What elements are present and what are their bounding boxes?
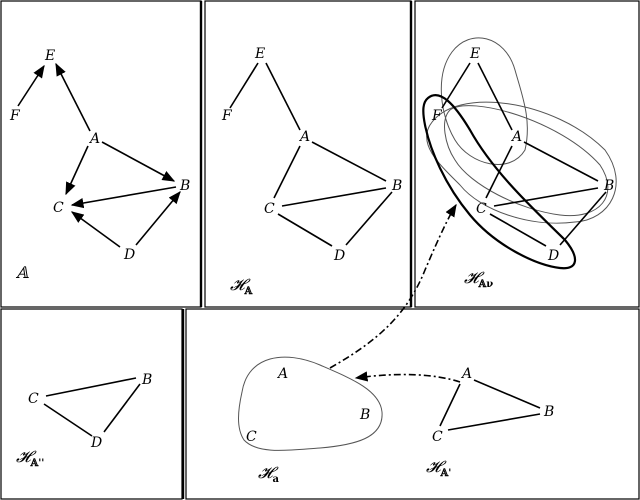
node-label-c: C — [432, 429, 443, 445]
node-label-b: B — [179, 178, 190, 194]
node-label-b: B — [391, 178, 402, 194]
panel-frame-3 — [414, 0, 640, 308]
panel-triangle-abc: A B C 𝓗𝔸' — [426, 366, 554, 479]
panel-directed-graph: E F A B C D 𝔸 — [9, 48, 190, 282]
panel-label-h-a: 𝓗𝔸 — [230, 275, 253, 297]
node-label-b: B — [359, 407, 370, 423]
node-label-a: A — [510, 129, 522, 145]
node-label-e: E — [254, 46, 265, 62]
node-label-b: B — [141, 372, 152, 388]
node-label-d: D — [90, 435, 102, 451]
panel-hyperedge-abc: A B C 𝓗a — [238, 356, 383, 485]
node-label-d: D — [123, 247, 135, 263]
connector-arrow-to-hyperedge — [354, 371, 461, 383]
panel-label-h-a-small: 𝓗a — [258, 463, 279, 485]
node-label-c: C — [476, 201, 487, 217]
panel-label-h-a-double-prime: 𝓗𝔸'' — [16, 447, 44, 469]
hyperedge-fcd — [422, 94, 576, 270]
panel-undirected-graph: E F A B C D 𝓗𝔸 — [221, 46, 402, 297]
node-label-a: A — [298, 129, 310, 145]
panel-label-h-av: 𝓗𝔸ν — [464, 268, 493, 290]
node-label-c: C — [264, 201, 275, 217]
node-label-c: C — [28, 391, 39, 407]
panel-label-a: 𝔸 — [15, 263, 29, 282]
node-label-a: A — [276, 366, 288, 382]
node-label-f: F — [9, 108, 21, 124]
hyperedge-face — [426, 101, 617, 224]
node-label-c: C — [53, 200, 64, 216]
node-label-c: C — [246, 429, 257, 445]
node-label-a: A — [460, 366, 472, 382]
node-label-b: B — [543, 404, 554, 420]
node-label-f: F — [221, 108, 233, 124]
node-label-e: E — [44, 48, 55, 64]
panel-hypergraph: E F A B C D 𝓗𝔸ν — [422, 37, 617, 290]
connector-arrow-to-hypergraph — [329, 203, 457, 369]
panel-frame-5 — [185, 308, 640, 500]
node-label-d: D — [547, 248, 559, 264]
node-label-b: B — [603, 178, 614, 194]
panel-triangle-cbd: C B D 𝓗𝔸'' — [16, 372, 152, 469]
node-label-d: D — [333, 248, 345, 264]
node-label-f: F — [431, 108, 443, 124]
panel-frame-2 — [204, 0, 412, 308]
hyperedge-eafa — [440, 37, 528, 165]
node-label-a: A — [88, 131, 100, 147]
hyperedge-abcd — [444, 105, 609, 217]
panel-label-h-a-prime: 𝓗𝔸' — [426, 457, 451, 479]
panel-frame-1 — [0, 0, 202, 308]
hyperedge-abc — [238, 356, 383, 451]
node-label-e: E — [469, 46, 480, 62]
